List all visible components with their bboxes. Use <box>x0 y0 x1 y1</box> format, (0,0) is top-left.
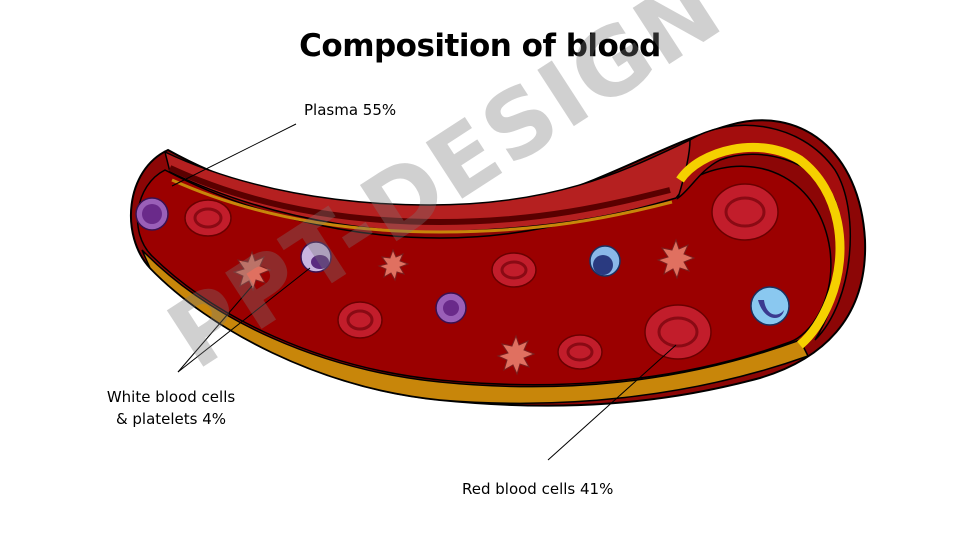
label-wbc-platelets: White blood cells & platelets 4% <box>96 386 246 430</box>
platelets <box>232 238 696 376</box>
label-plasma: Plasma 55% <box>304 101 397 119</box>
platelet <box>656 238 696 280</box>
label-rbc: Red blood cells 41% <box>462 480 614 498</box>
wbc-leader-line <box>177 285 253 373</box>
plasma-leader-line <box>171 123 297 187</box>
red-blood-cells <box>184 183 779 370</box>
platelet <box>377 248 410 282</box>
wbc-cell <box>750 286 790 326</box>
platelet <box>496 334 536 376</box>
rbc-cell <box>711 183 779 241</box>
rbc-cell <box>557 334 603 370</box>
platelet <box>232 250 272 292</box>
vessel-yellow-wall <box>676 142 845 349</box>
rbc-cell <box>337 301 383 339</box>
white-blood-cells <box>135 197 790 326</box>
label-wbc-line2: & platelets 4% <box>115 410 227 428</box>
leader-lines <box>171 123 677 461</box>
page-title: Composition of blood <box>299 28 661 64</box>
rbc-cell <box>644 304 712 360</box>
rbc-cell <box>184 199 232 237</box>
rbc-leader-line <box>547 344 677 461</box>
vessel-top-inner <box>168 165 671 226</box>
vessel-wall-gold <box>141 249 810 405</box>
wbc-leader-line <box>177 267 311 373</box>
rbc-cell <box>491 252 537 288</box>
label-wbc-line1: White blood cells <box>106 388 236 406</box>
